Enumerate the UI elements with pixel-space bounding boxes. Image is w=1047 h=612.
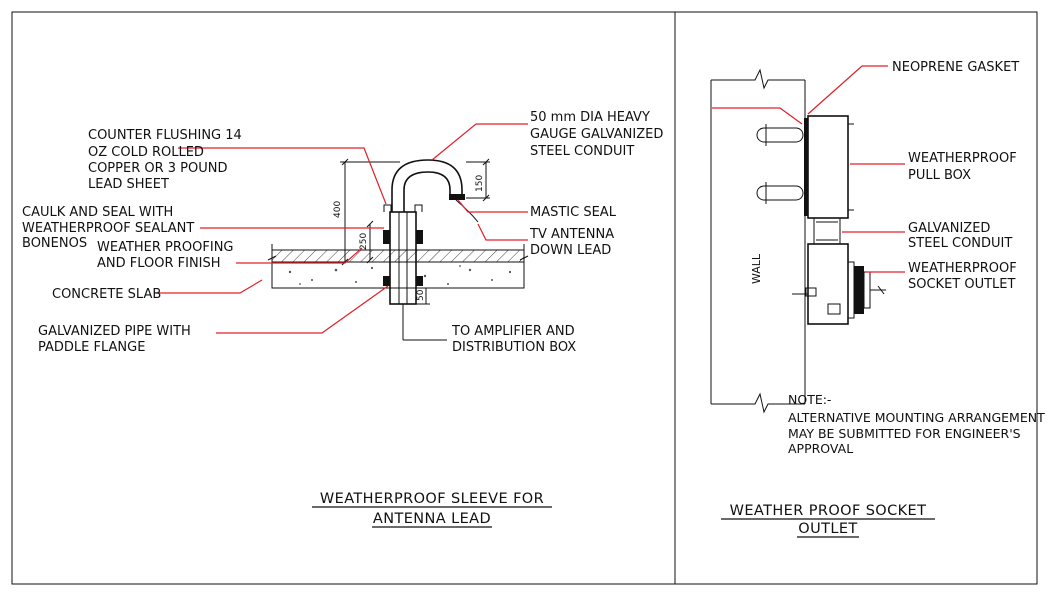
note-line-1: ALTERNATIVE MOUNTING ARRANGEMENT <box>788 410 1045 425</box>
label-concrete-slab: CONCRETE SLAB <box>52 287 161 302</box>
leader-tv-antenna <box>477 223 528 241</box>
dimension-150 <box>466 158 490 202</box>
label-caulk-3: BONENOS <box>22 236 87 251</box>
label-pull-box-2: PULL BOX <box>908 168 971 183</box>
dim-label-250: 250 <box>359 233 369 250</box>
left-title-line-1: WEATHERPROOF SLEEVE FOR <box>320 491 544 507</box>
leader-conduit <box>431 123 528 161</box>
label-neoprene-gasket: NEOPRENE GASKET <box>892 60 1019 75</box>
dim-label-50: 50 <box>416 289 426 301</box>
label-pull-box-1: WEATHERPROOF <box>908 151 1017 166</box>
left-labels: COUNTER FLUSHING 14 OZ COLD ROLLED COPPE… <box>22 110 663 355</box>
left-title-line-2: ANTENNA LEAD <box>373 511 491 527</box>
label-wall: WALL <box>750 253 763 284</box>
note-line-3: APPROVAL <box>788 441 853 456</box>
right-title-line-1: WEATHER PROOF SOCKET <box>730 503 927 519</box>
label-mastic-seal: MASTIC SEAL <box>530 205 617 220</box>
dimension-250 <box>366 220 374 264</box>
label-counter-flushing-2: OZ COLD ROLLED <box>88 145 204 160</box>
note-block: NOTE:- ALTERNATIVE MOUNTING ARRANGEMENT … <box>788 392 1045 456</box>
label-galv-pipe-1: GALVANIZED PIPE WITH <box>38 324 191 339</box>
socket-cover <box>854 266 864 314</box>
label-socket-2: SOCKET OUTLET <box>908 277 1016 292</box>
label-tv-antenna-1: TV ANTENNA <box>529 227 614 242</box>
wall-break-top <box>711 68 805 90</box>
label-weather-proofing-1: WEATHER PROOFING <box>97 240 234 255</box>
sleeve-detail: 400 150 250 50 <box>267 158 529 341</box>
anchor-bolt <box>756 127 804 143</box>
dim-label-400: 400 <box>333 201 343 218</box>
label-conduit-1: 50 mm DIA HEAVY <box>530 110 650 125</box>
label-caulk-1: CAULK AND SEAL WITH <box>22 205 173 220</box>
label-tv-antenna-2: DOWN LEAD <box>530 243 611 258</box>
label-galv-conduit-1: GALVANIZED <box>908 221 990 236</box>
right-title: WEATHER PROOF SOCKET OUTLET <box>721 503 935 538</box>
floor-finish-layer <box>271 249 525 263</box>
leader-counter-flushing <box>178 147 387 205</box>
left-title: WEATHERPROOF SLEEVE FOR ANTENNA LEAD <box>312 491 552 528</box>
sealant-block <box>383 230 390 244</box>
leader-galv-pipe <box>216 285 389 334</box>
right-labels: NEOPRENE GASKET WEATHERPROOF PULL BOX GA… <box>750 60 1019 292</box>
label-weather-proofing-2: AND FLOOR FINISH <box>97 256 221 271</box>
label-amplifier-2: DISTRIBUTION BOX <box>452 340 576 355</box>
label-counter-flushing-3: COPPER OR 3 POUND <box>88 161 228 176</box>
gooseneck-conduit <box>391 159 463 212</box>
dim-label-150: 150 <box>475 175 485 192</box>
label-counter-flushing-4: LEAD SHEET <box>88 177 169 192</box>
concrete-slab <box>271 261 525 289</box>
counter-flushing <box>383 204 392 212</box>
leader-concrete <box>156 279 263 294</box>
break-mark-left <box>267 244 277 266</box>
weatherproof-pull-box <box>807 115 849 219</box>
right-leaders <box>712 65 905 273</box>
leader-mastic <box>457 199 528 213</box>
label-conduit-2: GAUGE GALVANIZED <box>530 127 663 142</box>
break-mark-right <box>519 244 529 266</box>
concrete-speckle <box>288 265 512 285</box>
leader-weather-proofing <box>236 247 363 264</box>
dimension-400 <box>340 158 400 266</box>
label-socket-1: WEATHERPROOF <box>908 261 1017 276</box>
mastic-seal <box>449 194 465 200</box>
note-heading: NOTE:- <box>788 392 831 407</box>
left-leaders <box>156 123 528 334</box>
leader-bolt <box>712 107 803 125</box>
sheet-border <box>11 11 1038 585</box>
label-amplifier-1: TO AMPLIFIER AND <box>451 324 575 339</box>
label-conduit-3: STEEL CONDUIT <box>530 144 634 159</box>
socket-detail <box>710 68 886 414</box>
note-line-2: MAY BE SUBMITTED FOR ENGINEER'S <box>788 426 1021 441</box>
right-title-line-2: OUTLET <box>798 521 857 537</box>
wall-break-bottom <box>711 392 805 414</box>
label-caulk-2: WEATHERPROOF SEALANT <box>22 221 194 236</box>
leader-gasket <box>807 65 888 115</box>
label-galv-pipe-2: PADDLE FLANGE <box>38 340 145 355</box>
label-counter-flushing-1: COUNTER FLUSHING 14 <box>88 128 242 143</box>
dimension-50 <box>416 288 430 305</box>
label-galv-conduit-2: STEEL CONDUIT <box>908 236 1012 251</box>
